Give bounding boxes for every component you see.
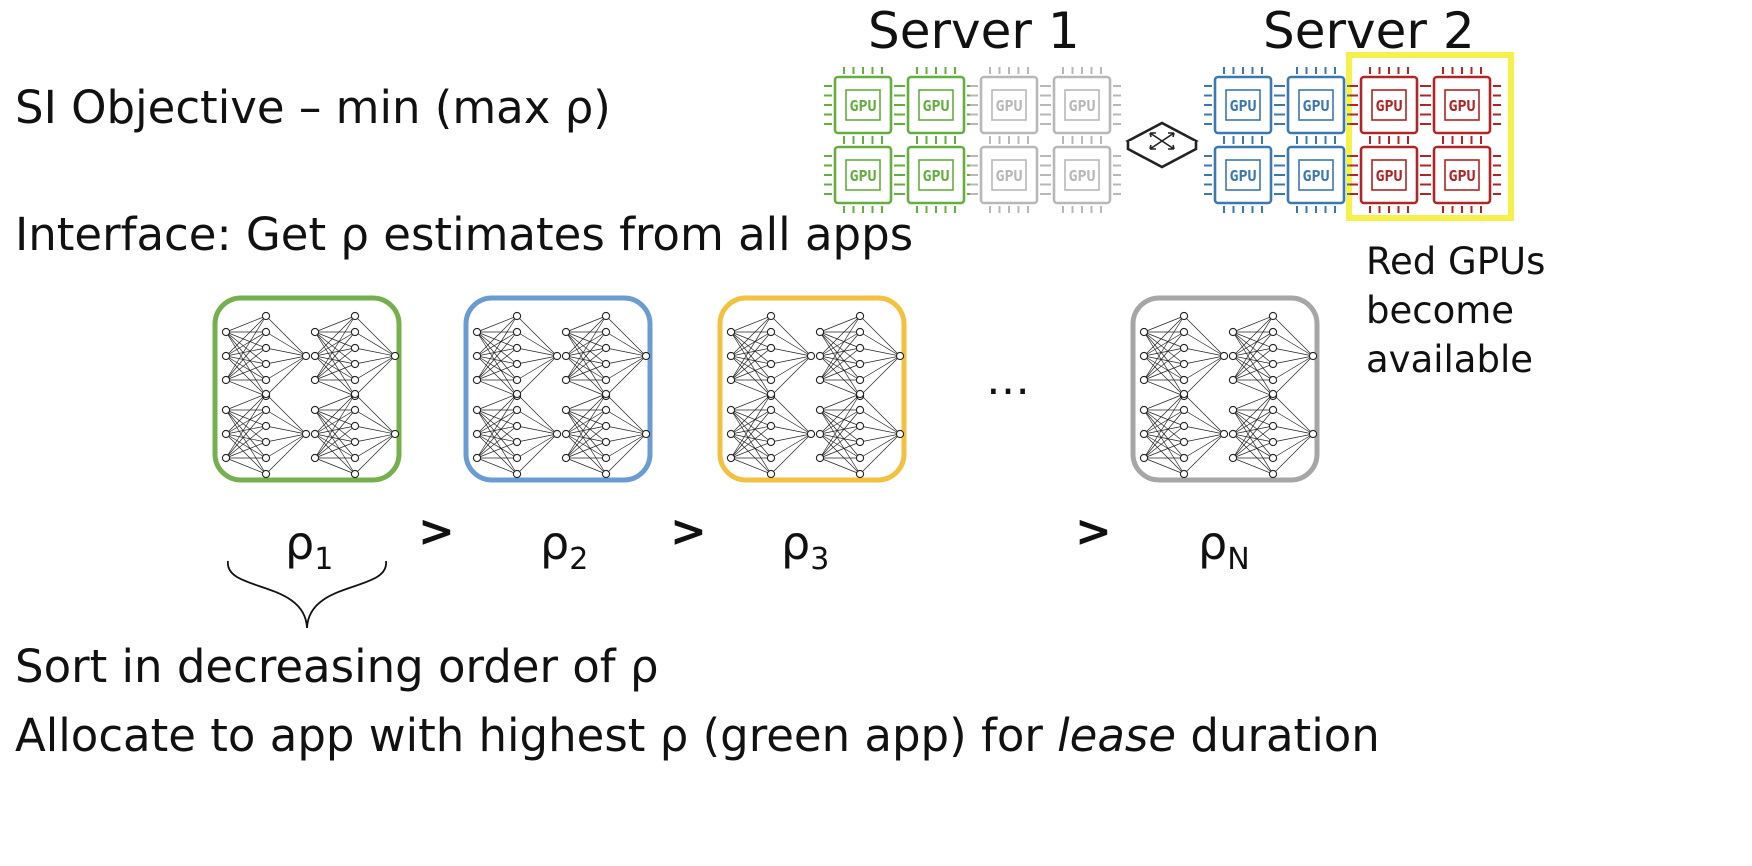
available-gpus-highlight (1346, 52, 1514, 221)
gpu-label: GPU (995, 97, 1022, 115)
gpu-label: GPU (1302, 97, 1329, 115)
gpu-label: GPU (922, 97, 949, 115)
gpu-label: GPU (995, 167, 1022, 185)
gpu-chip-icon: GPU (970, 67, 1048, 143)
gpu-chip-icon: GPU (1204, 137, 1282, 213)
app-box (212, 295, 402, 483)
gpu-label: GPU (1068, 167, 1095, 185)
gpu-label: GPU (1302, 167, 1329, 185)
gpu-chip-icon: GPU (1043, 137, 1121, 213)
allocate-text: Allocate to app with highest ρ (green ap… (15, 709, 1380, 762)
gpu-chip-icon: GPU (824, 67, 902, 143)
gpu-chip-icon: GPU (1277, 137, 1355, 213)
gpu-chip-icon: GPU (824, 137, 902, 213)
server-1-label: Server 1 (868, 2, 1080, 60)
neural-network-icon (472, 311, 651, 479)
neural-network-icon (726, 311, 905, 479)
gpu-label: GPU (1229, 167, 1256, 185)
gpu-label: GPU (1448, 167, 1475, 185)
gpu-label: GPU (1229, 97, 1256, 115)
gpu-label: GPU (849, 167, 876, 185)
gpu-chip-icon: GPU (1350, 67, 1428, 143)
rho-label-3: ρ3 (781, 516, 830, 577)
comparator-3: > (1075, 506, 1112, 557)
gpu-label: GPU (849, 97, 876, 115)
comparator-1: > (418, 506, 455, 557)
gpu-chip-icon: GPU (1350, 137, 1428, 213)
objective-text: SI Objective – min (max ρ) (15, 81, 611, 134)
gpu-chip-icon: GPU (1277, 67, 1355, 143)
gpu-label: GPU (1375, 167, 1402, 185)
gpu-chip-icon: GPU (897, 67, 975, 143)
app-box (717, 295, 907, 483)
gpu-chip-icon: GPU (1204, 67, 1282, 143)
gpu-chip-icon: GPU (1423, 137, 1501, 213)
interface-text: Interface: Get ρ estimates from all apps (15, 208, 914, 261)
app-row (212, 295, 1320, 483)
brace-icon (227, 560, 387, 629)
server-2-label: Server 2 (1263, 2, 1475, 60)
rho-label-1: ρ1 (285, 516, 334, 577)
gpu-chip-icon: GPU (897, 137, 975, 213)
gpu-label: GPU (922, 167, 949, 185)
gpu-label: GPU (1375, 97, 1402, 115)
gpu-chip-icon: GPU (970, 137, 1048, 213)
gpu-label: GPU (1068, 97, 1095, 115)
app-box (1130, 295, 1320, 483)
gpu-grid: GPU GPU GPU GPU GPU GPU GPU GPU GPU GPU GPU GPU GPU G… (824, 67, 1501, 213)
rho-label-2: ρ2 (540, 516, 589, 577)
network-switch-icon (1125, 121, 1199, 169)
red-gpus-note: Red GPUs become available (1366, 240, 1546, 381)
rho-label-n: ρN (1198, 516, 1250, 577)
ellipsis: … (986, 354, 1035, 405)
comparator-2: > (670, 506, 707, 557)
app-box (463, 295, 653, 483)
neural-network-icon (1139, 311, 1318, 479)
neural-network-icon (221, 311, 400, 479)
gpu-label: GPU (1448, 97, 1475, 115)
gpu-chip-icon: GPU (1423, 67, 1501, 143)
gpu-chip-icon: GPU (1043, 67, 1121, 143)
sort-text: Sort in decreasing order of ρ (15, 640, 659, 693)
